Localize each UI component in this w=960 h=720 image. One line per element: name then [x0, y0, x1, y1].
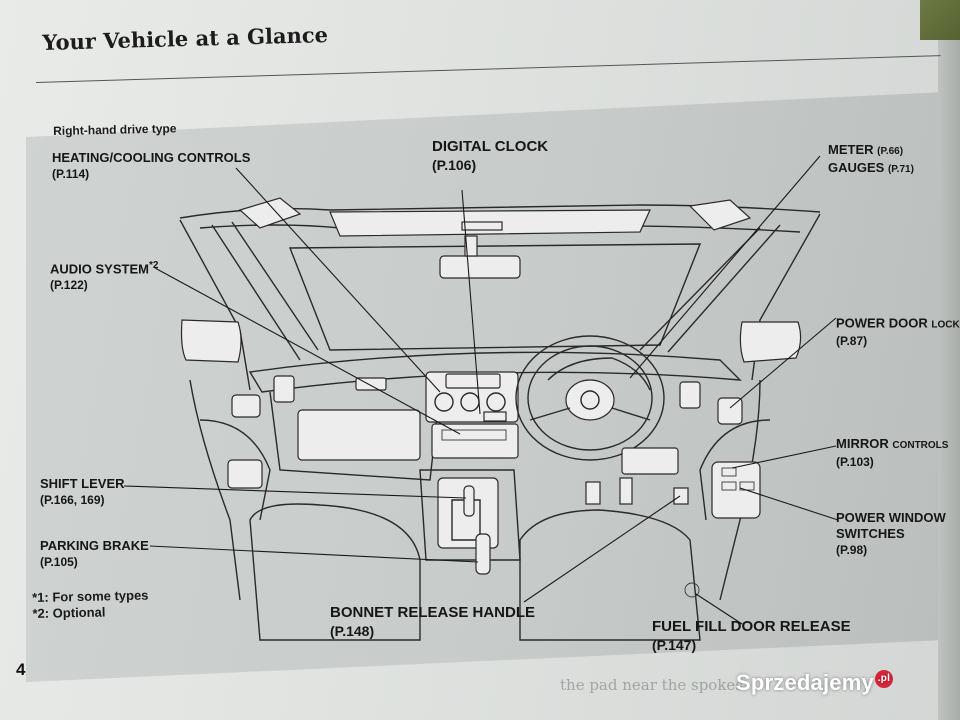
watermark-text: Sprzedajemy	[736, 670, 874, 695]
callout-fuel-fill-door: FUEL FILL DOOR RELEASE (P.147)	[652, 618, 851, 654]
callout-name: METER	[828, 142, 874, 157]
footnote-marker: *2	[148, 260, 159, 271]
callout-digital-clock: DIGITAL CLOCK (P.106)	[432, 138, 548, 174]
callout-ref: (P.166, 169)	[40, 493, 105, 507]
watermark-badge: .pl	[874, 670, 893, 688]
callout-parking-brake: PARKING BRAKE (P.105)	[40, 538, 149, 570]
callout-audio-system: AUDIO SYSTEM*2 (P.122)	[50, 258, 158, 293]
callout-mirror-controls: MIRROR CONTROLS (P.103)	[836, 436, 948, 470]
callout-ref: (P.106)	[432, 157, 477, 173]
callout-heating-cooling: HEATING/COOLING CONTROLS (P.114)	[52, 150, 250, 182]
callout-name: BONNET RELEASE HANDLE	[330, 604, 536, 621]
callout-name: HEATING/COOLING CONTROLS	[52, 150, 251, 165]
callout-ref: (P.147)	[652, 637, 697, 653]
callout-name: SHIFT LEVER	[40, 476, 125, 491]
bleed-through-text: the pad near the spokes.	[560, 676, 748, 694]
callout-ref: (P.103)	[836, 455, 874, 469]
callout-meter-gauges: METER (P.66) GAUGES (P.71)	[828, 142, 914, 178]
callout-name: PARKING BRAKE	[40, 538, 149, 553]
footnote-1: *1: For some types	[32, 587, 149, 605]
callout-name-small: CONTROLS	[892, 440, 949, 451]
callout-name: AUDIO SYSTEM	[50, 261, 149, 277]
callout-ref-2: (P.71)	[887, 164, 914, 175]
callout-name-2: GAUGES	[828, 160, 885, 175]
callout-name-2: SWITCHES	[836, 526, 905, 541]
footnotes: *1: For some types *2: Optional	[32, 588, 149, 622]
page-number: 4	[16, 660, 26, 679]
callout-ref: (P.105)	[40, 555, 78, 569]
callout-name: FUEL FILL DOOR RELEASE	[652, 618, 851, 635]
callout-ref: (P.66)	[877, 146, 904, 157]
callout-ref: (P.148)	[330, 623, 375, 639]
callout-ref: (P.98)	[836, 543, 868, 557]
watermark-logo: Sprzedajemy.pl	[736, 670, 893, 696]
callout-name: POWER WINDOW	[836, 510, 946, 525]
callout-shift-lever: SHIFT LEVER (P.166, 169)	[40, 476, 125, 508]
callout-ref: (P.114)	[52, 167, 90, 181]
callout-name: MIRROR	[836, 436, 889, 451]
footnote-2: *2: Optional	[32, 604, 106, 621]
background-corner	[920, 0, 960, 40]
page-edge	[938, 0, 960, 720]
callout-power-door-locks: POWER DOOR LOCKS*1 (P.87)	[836, 312, 960, 349]
callout-name-small: LOCKS	[931, 319, 960, 331]
callout-name: POWER DOOR	[836, 315, 928, 331]
callout-ref: (P.87)	[836, 334, 868, 349]
callout-power-window: POWER WINDOW SWITCHES (P.98)	[836, 510, 946, 558]
callout-name: DIGITAL CLOCK	[432, 138, 549, 155]
callout-ref: (P.122)	[50, 278, 88, 293]
callout-bonnet-release: BONNET RELEASE HANDLE (P.148)	[330, 604, 535, 640]
